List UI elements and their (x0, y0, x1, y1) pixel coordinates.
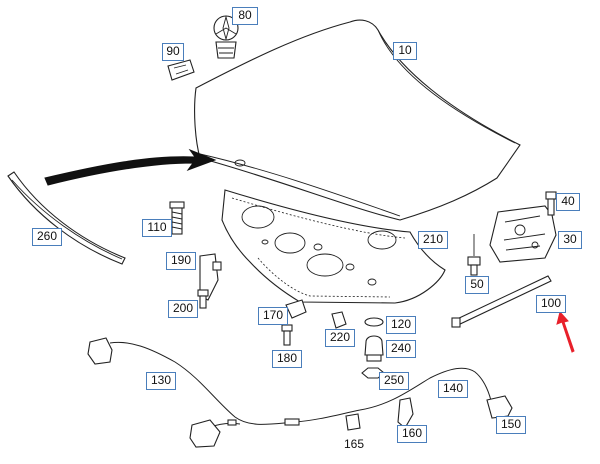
pointer-arrow-black (44, 148, 217, 186)
callout-40[interactable]: 40 (556, 193, 580, 211)
callout-220[interactable]: 220 (325, 329, 355, 347)
callout-50[interactable]: 50 (465, 276, 489, 294)
spring-bumper (169, 201, 185, 235)
callout-120[interactable]: 120 (386, 316, 416, 334)
callout-110[interactable]: 110 (142, 219, 172, 237)
insulation-panel (221, 189, 446, 304)
latch-part-150 (486, 395, 513, 419)
hood-lock (489, 205, 557, 263)
holder-160 (397, 397, 414, 429)
bolt-part (197, 289, 209, 309)
callout-150[interactable]: 150 (496, 416, 526, 434)
release-handle-front (87, 337, 113, 365)
callout-140[interactable]: 140 (438, 380, 468, 398)
callout-10[interactable]: 10 (393, 42, 417, 60)
bowden-cable (109, 341, 493, 431)
callout-200[interactable]: 200 (168, 300, 198, 318)
clip-165 (345, 413, 361, 431)
bolt-50 (467, 256, 481, 276)
callout-80[interactable]: 80 (232, 7, 258, 25)
release-lever (281, 299, 307, 346)
clip-220 (331, 311, 347, 329)
seal-strip (7, 171, 126, 265)
callout-190[interactable]: 190 (166, 252, 196, 270)
callout-250[interactable]: 250 (379, 372, 409, 390)
gas-strut (451, 275, 552, 328)
hood-panel (194, 19, 521, 221)
label-165: 165 (344, 437, 365, 451)
bracket-part (199, 253, 222, 301)
callout-180[interactable]: 180 (272, 350, 302, 368)
callout-160[interactable]: 160 (397, 425, 427, 443)
callout-130[interactable]: 130 (146, 372, 176, 390)
cap-120 (364, 317, 384, 327)
callout-210[interactable]: 210 (418, 231, 448, 249)
callout-100[interactable]: 100 (536, 295, 566, 313)
rubber-buffer-240 (364, 335, 384, 362)
bolt-40 (545, 191, 557, 216)
callout-240[interactable]: 240 (386, 340, 416, 358)
clip-part (167, 59, 195, 81)
release-handle-rear (189, 419, 221, 448)
callout-30[interactable]: 30 (558, 231, 582, 249)
highlight-arrow-red (556, 310, 575, 353)
callout-170[interactable]: 170 (258, 307, 288, 325)
callout-90[interactable]: 90 (162, 43, 184, 61)
callout-260[interactable]: 260 (32, 228, 62, 246)
